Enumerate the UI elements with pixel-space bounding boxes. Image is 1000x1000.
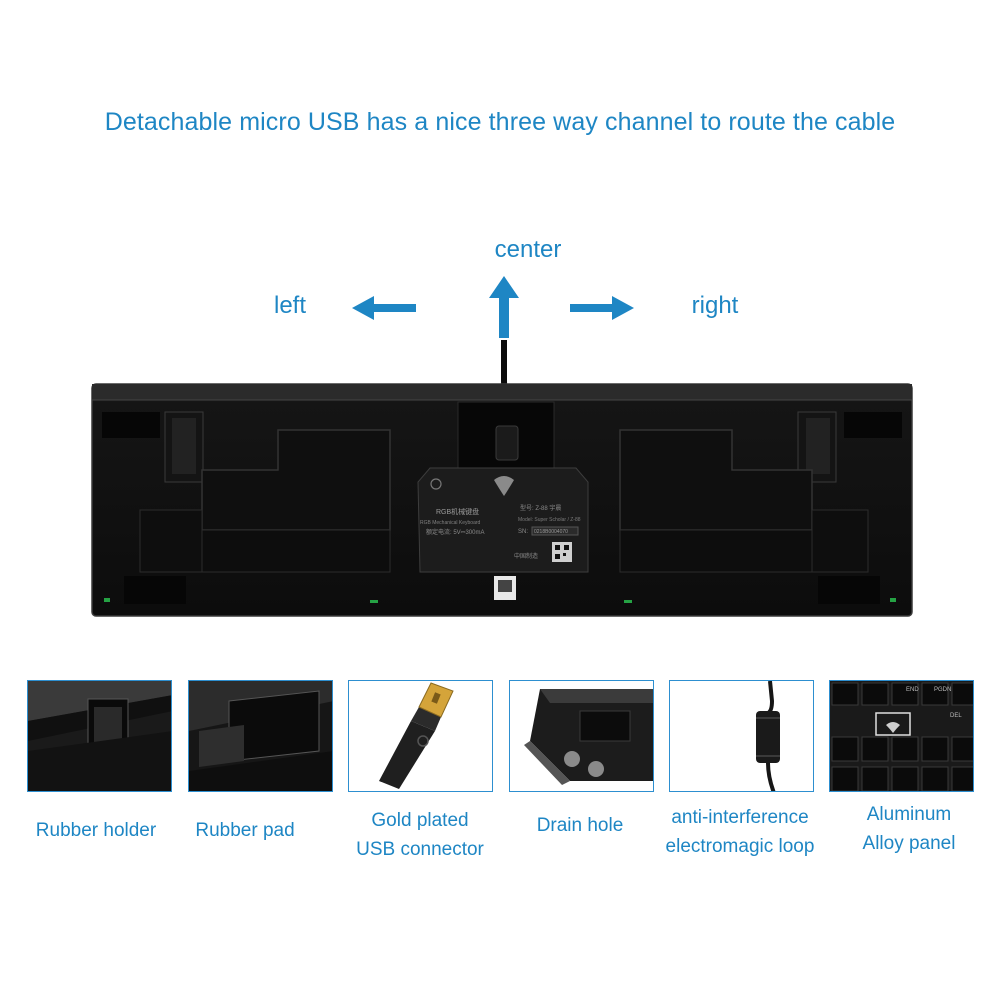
arrow-left-icon bbox=[352, 296, 416, 320]
keyboard-bottom-view: RGB机械键盘 RGB Mechanical Keyboard 额定电流: 5V… bbox=[90, 340, 914, 620]
headline: Detachable micro USB has a nice three wa… bbox=[104, 108, 896, 136]
thumb-aluminum-panel: END PGDN DEL bbox=[829, 680, 974, 792]
thumb-anti-interference bbox=[669, 680, 814, 792]
thumb-rubber-pad bbox=[188, 680, 333, 792]
label-sn-value: 0218B0004070 bbox=[534, 529, 568, 535]
caption-aluminum-panel: Aluminum Alloy panel bbox=[862, 804, 956, 854]
keycap-del: DEL bbox=[950, 713, 962, 719]
keycap-end: END bbox=[906, 687, 919, 693]
caption-anti-interference: anti-interference electromagic loop bbox=[665, 807, 815, 857]
direction-label-right: right bbox=[691, 292, 739, 319]
caption-rubber-holder: Rubber holder bbox=[35, 820, 157, 841]
arrow-up-icon bbox=[489, 276, 519, 338]
label-subtitle: RGB Mechanical Keyboard bbox=[420, 520, 481, 526]
caption-drain-hole: Drain hole bbox=[536, 815, 624, 836]
thumb-gold-usb bbox=[348, 680, 493, 792]
keycap-pgdn: PGDN bbox=[934, 687, 951, 693]
label-title: RGB机械键盘 bbox=[436, 507, 479, 516]
label-model-cn: 型号: Z-88 宇晨 bbox=[520, 504, 561, 512]
label-rated: 额定电流: 5V⎓300mA bbox=[426, 528, 484, 536]
label-model-en: Model: Super Scholar / Z-88 bbox=[518, 517, 581, 523]
thumb-rubber-holder bbox=[27, 680, 172, 792]
arrow-right-icon bbox=[570, 296, 634, 320]
thumb-drain-hole bbox=[509, 680, 654, 792]
direction-label-center: center bbox=[494, 236, 562, 263]
caption-gold-usb: Gold plated USB connector bbox=[356, 810, 484, 860]
direction-label-left: left bbox=[273, 292, 306, 319]
caption-rubber-pad: Rubber pad bbox=[195, 820, 295, 841]
label-made-in: 中国制造 bbox=[514, 552, 538, 560]
label-sn: SN: bbox=[518, 529, 528, 535]
